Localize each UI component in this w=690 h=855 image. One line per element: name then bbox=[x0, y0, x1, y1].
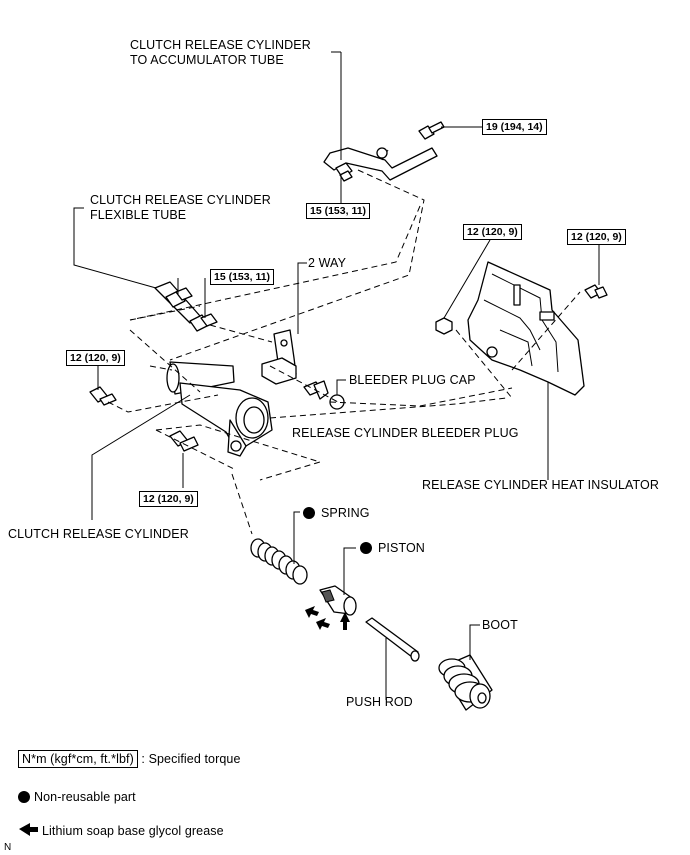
push-rod-label: PUSH ROD bbox=[346, 695, 413, 709]
legend-torque: N*m (kgf*cm, ft.*lbf) : Specified torque bbox=[18, 750, 241, 768]
spring-label-text: SPRING bbox=[321, 506, 370, 520]
non-reusable-dot-icon bbox=[360, 542, 372, 554]
heat-insulator bbox=[467, 261, 585, 396]
accumulator-tube-label-1: CLUTCH RELEASE CYLINDER bbox=[130, 38, 311, 52]
accumulator-tube bbox=[323, 147, 438, 182]
two-way-label: 2 WAY bbox=[308, 256, 347, 270]
release-cylinder-body bbox=[166, 361, 273, 457]
torque-12-cylinder-bottom: 12 (120, 9) bbox=[139, 491, 198, 507]
boot-label: BOOT bbox=[482, 618, 518, 632]
accumulator-tube-label-2: TO ACCUMULATOR TUBE bbox=[130, 53, 284, 67]
bleeder-plug-label: RELEASE CYLINDER BLEEDER PLUG bbox=[292, 426, 519, 440]
torque-12-cylinder-left: 12 (120, 9) bbox=[66, 350, 125, 366]
legend-dot-icon bbox=[18, 791, 30, 803]
cylinder-mount-bolt-bottom bbox=[169, 430, 199, 452]
push-rod-part bbox=[365, 617, 420, 662]
legend-arrow-icon bbox=[19, 823, 38, 836]
piston-label: PISTON bbox=[360, 541, 425, 556]
legend-torque-desc: : Specified torque bbox=[141, 752, 241, 766]
insulator-bolt-right bbox=[584, 284, 608, 299]
legend-non-reusable: Non-reusable part bbox=[18, 790, 136, 805]
grease-arrows bbox=[305, 606, 350, 630]
non-reusable-dot-icon bbox=[303, 507, 315, 519]
corner-mark: N bbox=[4, 842, 12, 853]
tube-clamp-bolt bbox=[418, 121, 445, 140]
flexible-tube-label-2: FLEXIBLE TUBE bbox=[90, 208, 187, 222]
bleeder-plug-cap-label: BLEEDER PLUG CAP bbox=[349, 373, 476, 387]
legend-torque-box: N*m (kgf*cm, ft.*lbf) bbox=[18, 750, 138, 768]
torque-15-accumulator: 15 (153, 11) bbox=[306, 203, 371, 219]
piston-part bbox=[319, 585, 357, 616]
piston-label-text: PISTON bbox=[378, 541, 425, 555]
flexible-tube bbox=[154, 281, 218, 332]
boot-part bbox=[438, 654, 493, 711]
heat-insulator-label: RELEASE CYLINDER HEAT INSULATOR bbox=[422, 478, 659, 492]
torque-12-insulator-bolt: 12 (120, 9) bbox=[567, 229, 626, 245]
flexible-tube-label-1: CLUTCH RELEASE CYLINDER bbox=[90, 193, 271, 207]
torque-19: 19 (194, 14) bbox=[482, 119, 547, 135]
insulator-nut bbox=[435, 317, 453, 335]
legend-non-reusable-text: Non-reusable part bbox=[34, 790, 136, 804]
torque-12-insulator-nut: 12 (120, 9) bbox=[463, 224, 522, 240]
release-cylinder-label: CLUTCH RELEASE CYLINDER bbox=[8, 527, 189, 541]
spring-part bbox=[250, 538, 308, 585]
torque-15-flexible: 15 (153, 11) bbox=[210, 269, 275, 285]
cylinder-mount-bolt-left bbox=[89, 386, 117, 406]
two-way-bracket bbox=[261, 329, 297, 385]
legend-grease: Lithium soap base glycol grease bbox=[42, 824, 224, 838]
spring-label: SPRING bbox=[303, 506, 370, 521]
